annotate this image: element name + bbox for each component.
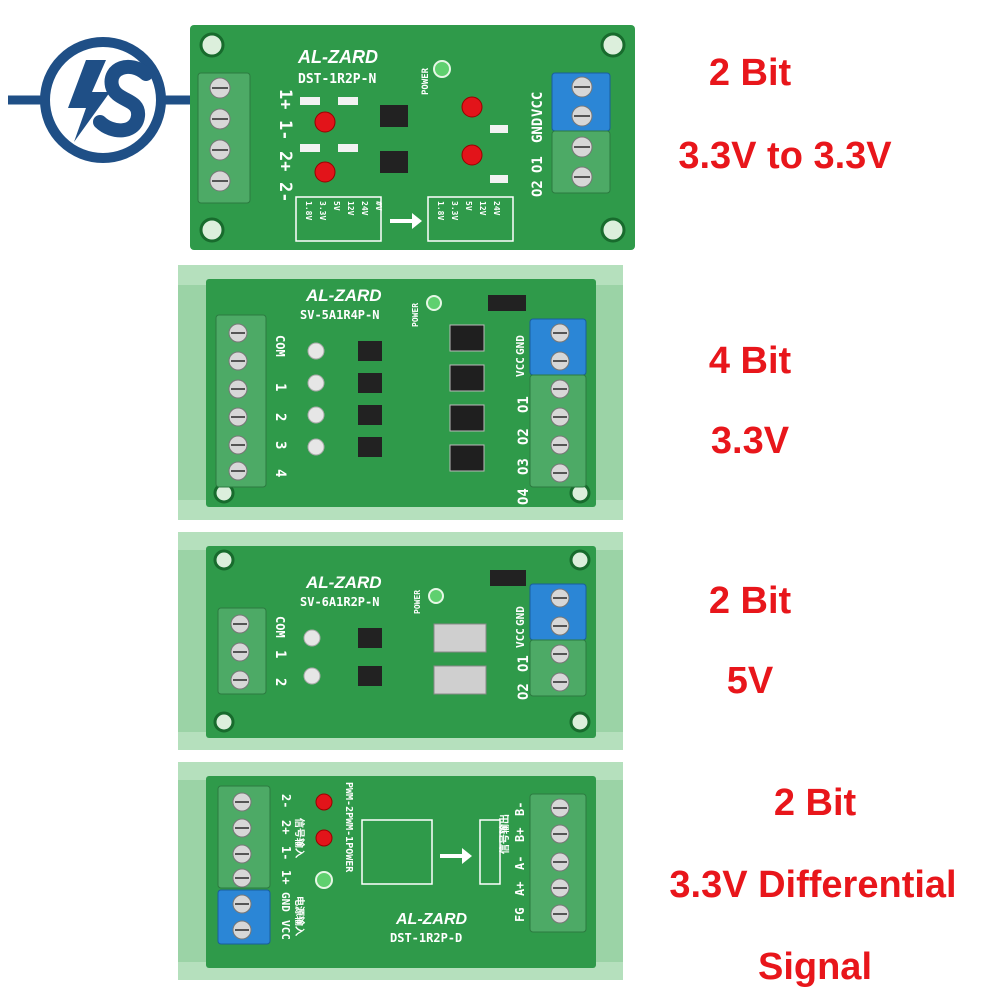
svg-text:12V: 12V (346, 201, 355, 216)
caption-board-4-line-1: 2 Bit (773, 782, 857, 824)
model-text: SV-6A1R2P-N (300, 595, 379, 609)
input-label: 2+ (275, 151, 295, 171)
brand-text: AL-ZARD (305, 573, 382, 592)
svg-text:5V: 5V (464, 201, 473, 211)
output-label: B- (513, 802, 527, 816)
svg-text:5V: 5V (332, 201, 341, 211)
input-label: 1+ (275, 89, 295, 109)
input-label: COM (273, 616, 287, 638)
input-label: 1- (279, 846, 293, 860)
output-label: O1 (516, 655, 532, 672)
model-text: DST-1R2P-D (390, 931, 462, 945)
output-terminal-block (529, 583, 587, 697)
output-label: O2 (516, 683, 532, 700)
input-label: 2- (275, 182, 295, 202)
output-label: FG (513, 908, 527, 922)
input-label: 1 (272, 650, 288, 658)
output-label: O2 (530, 180, 546, 197)
arrow-right-icon (440, 848, 472, 864)
input-terminal-block (197, 72, 251, 204)
svg-text:#V: #V (374, 201, 383, 211)
output-label: O2 (516, 428, 532, 445)
output-label: VCC (530, 92, 546, 117)
model-text: DST-1R2P-N (298, 72, 376, 87)
output-label: GND (514, 335, 527, 355)
output-label: A- (513, 856, 527, 870)
input-label: 2 (272, 678, 288, 686)
signal-input-cn-label: 信号输入 (293, 818, 306, 858)
power-input-cn-label: 电源输入 (293, 896, 306, 936)
input-label: 2- (279, 794, 293, 808)
caption-board-1-line-2: 3.3V to 3.3V (678, 135, 892, 177)
caption-board-2-line-1: 4 Bit (708, 340, 792, 382)
input-label: GND (279, 892, 292, 912)
board-3-image: COM 1 2 AL-ZARD SV-6A1R2P-N POWER GND VC… (178, 532, 623, 750)
caption-board-4-line-2: 3.3V Differential (669, 864, 957, 906)
power-label: POWER (413, 590, 422, 614)
brand-text: AL-ZARD (395, 911, 468, 928)
input-label: 1 (272, 383, 288, 391)
input-terminal-block (215, 314, 267, 488)
power-pwm-label: PWM-2PWM-1POWER (343, 782, 354, 873)
input-terminal-block (217, 785, 271, 945)
caption-board-4-line-3: Signal (757, 946, 873, 988)
caption-board-3-line-2: 5V (726, 660, 774, 702)
output-label: A+ (513, 882, 527, 896)
svg-text:3.3V: 3.3V (318, 201, 327, 220)
input-label: 1+ (279, 870, 293, 884)
board-4-image: 2- 2+ 1- 1+ GND VCC 信号输入 电源输入 PWM-2PWM-1… (178, 762, 623, 980)
output-terminal-block (529, 318, 587, 488)
output-label: GND (530, 118, 546, 143)
brand-text: AL-ZARD (297, 47, 378, 67)
lightning-s-logo-icon (8, 37, 198, 163)
model-text: SV-5A1R4P-N (300, 308, 379, 322)
board-2-image: COM 1 2 3 4 AL-ZARD SV-5A1R4P-N POWER GN… (178, 265, 623, 520)
power-label: POWER (421, 67, 431, 95)
output-terminal-block (529, 793, 587, 933)
caption-board-2-line-2: 3.3V (710, 420, 790, 462)
input-label: 2+ (279, 820, 293, 834)
output-label: O1 (516, 396, 532, 413)
svg-text:24V: 24V (360, 201, 369, 216)
output-label: O1 (530, 156, 546, 173)
input-label: 4 (272, 469, 288, 477)
output-label: VCC (514, 628, 527, 648)
output-label: VCC (514, 357, 527, 377)
board-1-image: 1+ 1- 2+ 2- AL-ZARD DST-1R2P-N POWER 1.8… (190, 25, 635, 250)
power-label: POWER (411, 303, 420, 327)
output-terminal-block (551, 72, 611, 194)
svg-text:1.8V: 1.8V (436, 201, 445, 220)
input-label: 1- (275, 120, 295, 140)
output-label: GND (514, 606, 527, 626)
svg-text:3.3V: 3.3V (450, 201, 459, 220)
svg-text:12V: 12V (478, 201, 487, 216)
svg-text:24V: 24V (492, 201, 501, 216)
caption-board-3-line-1: 2 Bit (708, 580, 792, 622)
arrow-right-icon (390, 213, 422, 229)
signal-output-cn-label: 信号输出 (498, 814, 511, 854)
output-label: B+ (513, 828, 527, 842)
svg-text:1.8V: 1.8V (304, 201, 313, 220)
input-terminal-block (217, 607, 267, 695)
caption-board-1-line-1: 2 Bit (708, 52, 792, 94)
output-label: O4 (516, 488, 532, 505)
voltage-selector-right: 1.8V 3.3V 5V 12V 24V (427, 196, 514, 242)
input-label: VCC (279, 920, 292, 940)
output-label: O3 (516, 458, 532, 475)
brand-text: AL-ZARD (305, 286, 382, 305)
voltage-selector-left: 1.8V 3.3V 5V 12V 24V #V (295, 196, 383, 242)
input-label: COM (273, 335, 287, 357)
input-label: 3 (272, 441, 288, 449)
input-label: 2 (272, 413, 288, 421)
